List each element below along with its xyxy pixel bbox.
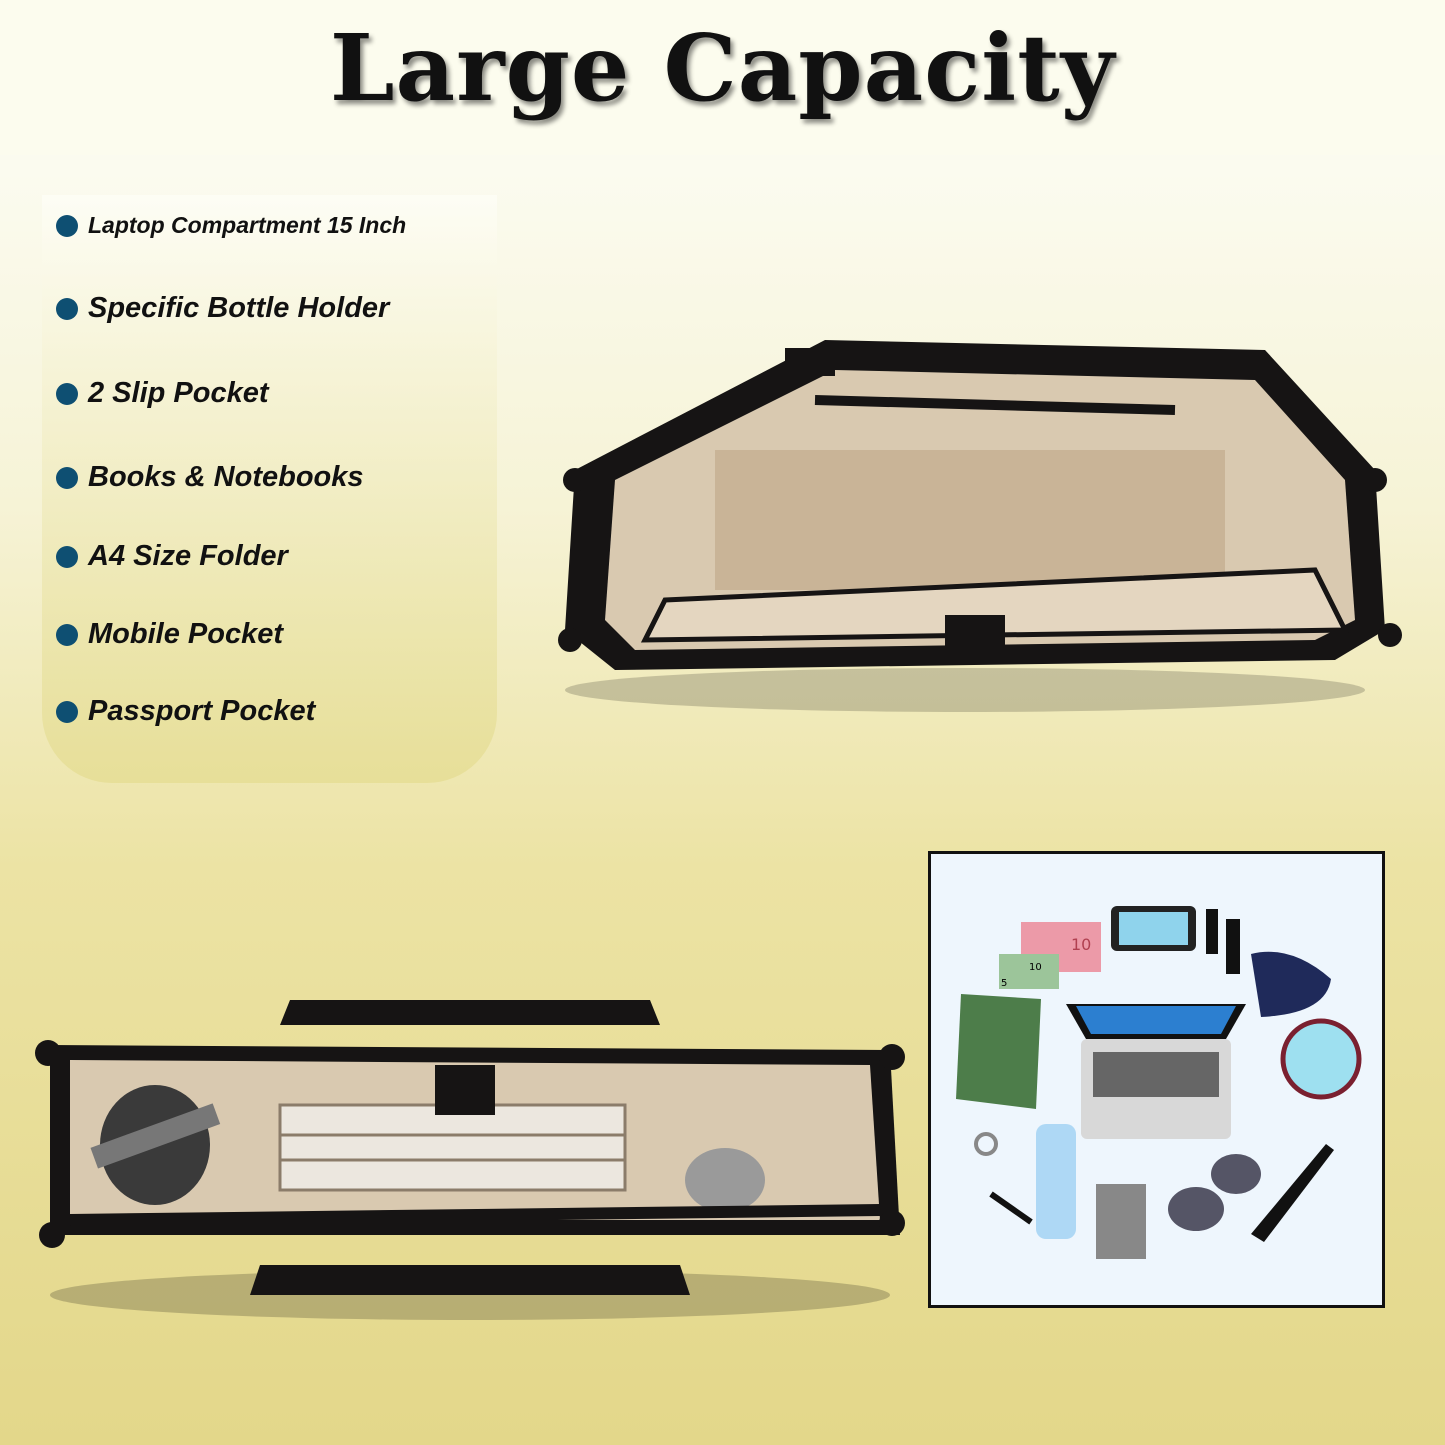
banknote-icon [999,954,1059,989]
feature-item: 2 Slip Pocket [56,377,269,410]
feature-label: Laptop Compartment 15 Inch [88,212,407,238]
bag-packed-view-image [35,1000,905,1320]
svg-text:5: 5 [1001,978,1007,989]
lipstick-icon [989,1191,1033,1225]
feature-item: Mobile Pocket [56,618,283,651]
bullet-icon [56,466,78,489]
keys-icon [974,1132,998,1156]
makeup-palette-icon [1096,1184,1146,1259]
bullet-icon [56,382,78,405]
feature-item: Specific Bottle Holder [56,292,389,325]
bag-contents-illustration: 10 5 10 [928,851,1385,1308]
feature-label: Mobile Pocket [88,618,283,650]
feature-label: Books & Notebooks [88,461,364,493]
feature-item: A4 Size Folder [56,540,288,573]
feature-item: Passport Pocket [56,695,315,728]
coin-purse-icon [1251,951,1331,1017]
feature-label: 2 Slip Pocket [88,377,269,409]
bullet-icon [56,214,78,237]
water-bottle-icon [1036,1124,1076,1239]
bag-top-view-image [558,340,1402,712]
feature-label: Specific Bottle Holder [88,292,390,324]
svg-text:10: 10 [1071,935,1091,954]
sunglasses-icon [1168,1187,1224,1231]
mascara-icon [1206,909,1218,954]
feature-label: Passport Pocket [88,695,316,727]
book-icon [956,994,1041,1109]
laptop-icon [1076,1006,1236,1034]
comb-icon [1251,1144,1334,1242]
bullet-icon [56,623,78,646]
mirror-icon [1280,1018,1362,1100]
features-panel [42,195,497,783]
feature-item: Laptop Compartment 15 Inch [56,212,406,239]
bullet-icon [56,545,78,568]
header-band [0,0,1445,155]
page-title: Large Capacity [329,14,1116,122]
feature-label: A4 Size Folder [88,540,288,572]
svg-text:10: 10 [1029,962,1042,973]
bullet-icon [56,700,78,723]
bullet-icon [56,297,78,320]
feature-item: Books & Notebooks [56,461,364,494]
